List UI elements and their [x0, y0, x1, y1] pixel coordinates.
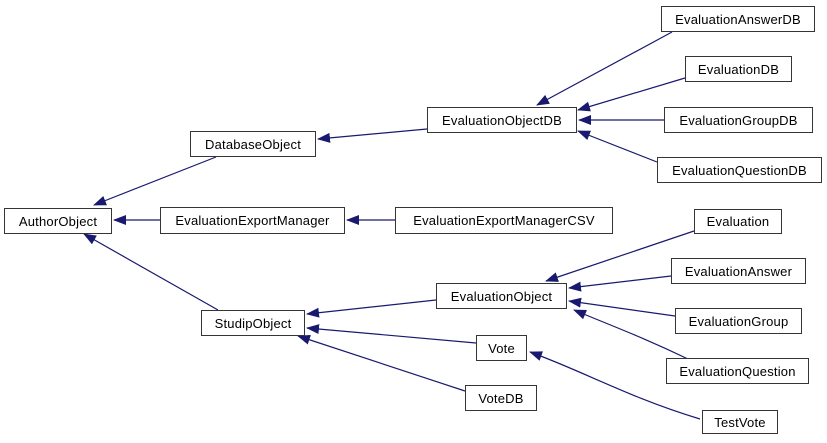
node-evaluationanswerdb[interactable]: EvaluationAnswerDB [661, 6, 815, 32]
edge-studipobject-to-authorobject [83, 233, 219, 311]
node-evaluationquestion[interactable]: EvaluationQuestion [666, 358, 809, 384]
edge-evaluationobject-to-studipobject [306, 299, 437, 318]
edge-vote-to-studipobject [306, 324, 477, 344]
node-evaluationexportmanager[interactable]: EvaluationExportManager [160, 207, 345, 234]
node-evaluationgroupdb[interactable]: EvaluationGroupDB [664, 107, 813, 133]
edge-evaluationquestion-to-evaluationobject [573, 309, 689, 360]
edge-evaluation-to-evaluationobject [545, 230, 695, 282]
node-evaluationobject[interactable]: EvaluationObject [436, 283, 567, 309]
node-evaluationgroup[interactable]: EvaluationGroup [675, 308, 802, 334]
node-evaluationquestiondb[interactable]: EvaluationQuestionDB [657, 157, 822, 183]
node-evaluationobjectdb[interactable]: EvaluationObjectDB [427, 107, 577, 133]
edge-databaseobject-to-authorobject [93, 156, 217, 206]
node-evaluation[interactable]: Evaluation [694, 209, 782, 234]
edge-evaluationobjectdb-to-databaseobject [317, 128, 428, 143]
node-testvote[interactable]: TestVote [702, 410, 778, 434]
edge-evaluationanswerdb-to-evaluationobjectdb [536, 31, 673, 106]
edge-evaluationdb-to-evaluationobjectdb [577, 77, 686, 112]
node-authorobject[interactable]: AuthorObject [4, 208, 112, 234]
node-votedb[interactable]: VoteDB [465, 385, 537, 411]
node-evaluationanswer[interactable]: EvaluationAnswer [671, 258, 806, 284]
edge-testvote-to-vote [529, 351, 701, 420]
node-vote[interactable]: Vote [476, 335, 527, 361]
edge-votedb-to-studipobject [297, 335, 466, 392]
node-evaluationdb[interactable]: EvaluationDB [685, 56, 792, 82]
node-evaluationexportmanagercsv[interactable]: EvaluationExportManagerCSV [395, 207, 613, 234]
edge-evaluationgroup-to-evaluationobject [568, 297, 676, 317]
node-databaseobject[interactable]: DatabaseObject [190, 131, 316, 157]
edge-evaluationquestiondb-to-evaluationobjectdb [577, 130, 658, 163]
node-studipobject[interactable]: StudipObject [201, 310, 305, 336]
edge-evaluationanswer-to-evaluationobject [568, 275, 672, 292]
